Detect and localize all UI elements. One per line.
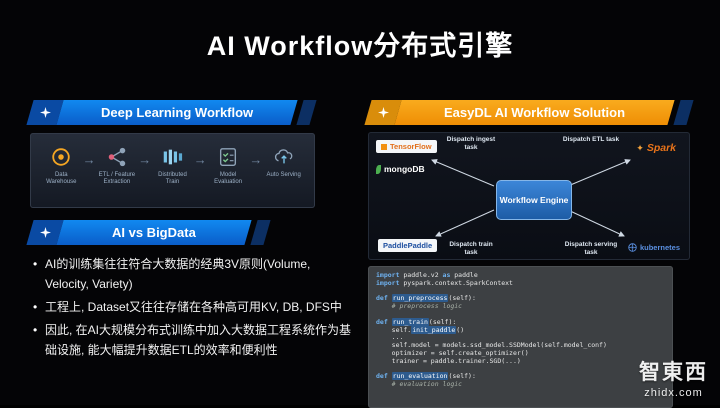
- bullet-item: AI的训练集往往符合大数据的经典3V原则(Volume, Velocity, V…: [32, 254, 352, 294]
- bullet-item: 因此, 在AI大规模分布式训练中加入大数据工程系统作为基础设施, 能大幅提升数据…: [32, 320, 352, 360]
- zhidx-watermark: 智東西 zhidx.com: [639, 356, 708, 399]
- dispatch-arrows: [431, 159, 631, 237]
- banner-label: AI vs BigData: [112, 225, 196, 240]
- easydl-solution-banner: EasyDL AI Workflow Solution: [364, 100, 694, 125]
- code-line: # evaluation logic: [376, 380, 463, 389]
- code-line: trainer = paddle.trainer.SGD(...): [376, 356, 521, 365]
- spark-star-icon: ✦: [636, 142, 644, 153]
- mongodb-logo: mongoDB: [376, 164, 425, 174]
- code-line: self.init_paddle(): [376, 325, 465, 334]
- code-line: import pyspark.context.SparkContext: [376, 278, 513, 287]
- code-line: import paddle.v2 as paddle: [376, 271, 478, 279]
- banner-arrow-tail: [250, 220, 271, 245]
- zhidx-site-url: zhidx.com: [644, 387, 703, 399]
- banner-arrow-tail: [296, 100, 317, 125]
- data-warehouse-icon: [52, 148, 71, 166]
- banner-icon-box: [26, 220, 64, 245]
- banner-icon-box: [364, 100, 402, 125]
- code-line: def run_preprocess(self):: [376, 294, 476, 303]
- banner-label: Deep Learning Workflow: [100, 105, 254, 120]
- workflow-engine-diagram: TensorFlow mongoDB ✦ Spark PaddlePaddle …: [368, 132, 690, 260]
- four-point-star-icon: [39, 107, 51, 118]
- banner-arrow-tail: [673, 100, 694, 125]
- code-line: # preprocess logic: [376, 302, 463, 311]
- flow-arrow-icon: →: [193, 152, 207, 167]
- workflow-step-serving: Auto Serving: [262, 146, 305, 179]
- tensorflow-mark-icon: [381, 143, 387, 150]
- workflow-step-label: Model Evaluation: [214, 172, 243, 185]
- flow-arrow-icon: →: [138, 152, 152, 167]
- banner-icon-box: [26, 100, 64, 125]
- bullet-item: 工程上, Dataset又往往存储在各种高可用KV, DB, DFS中: [32, 297, 352, 317]
- workflow-step-label: Auto Serving: [266, 172, 301, 178]
- dispatch-label-serving: Dispatch serving task: [564, 241, 618, 256]
- zhidx-brand-logo: 智東西: [639, 361, 708, 384]
- dispatch-label-train: Dispatch train task: [449, 241, 493, 256]
- code-line: def run_train(self):: [376, 317, 457, 326]
- workflow-step-etl: ETL / Feature Extraction: [96, 146, 139, 186]
- workflow-step-label: Distributed Train: [158, 172, 187, 185]
- four-point-star-icon: [39, 227, 51, 238]
- kubernetes-logo: kubernetes: [628, 243, 680, 252]
- workflow-pipeline-panel: Data Warehouse → ETL / Feature Extractio…: [30, 133, 315, 208]
- flow-arrow-icon: →: [82, 152, 96, 167]
- workflow-engine-box: Workflow Engine: [496, 180, 572, 220]
- key-points-list: AI的训练集往往符合大数据的经典3V原则(Volume, Velocity, V…: [32, 254, 352, 363]
- ai-vs-bigdata-banner: AI vs BigData: [26, 220, 271, 245]
- code-line: def run_evaluation(self):: [376, 372, 476, 381]
- workflow-step-train: Distributed Train: [151, 146, 194, 186]
- banner-label: EasyDL AI Workflow Solution: [443, 105, 626, 120]
- workflow-step-label: Data Warehouse: [46, 172, 77, 185]
- tensorflow-logo: TensorFlow: [376, 140, 437, 153]
- workflow-step-label: ETL / Feature Extraction: [98, 172, 136, 185]
- dispatch-label-ingest: Dispatch ingest task: [446, 136, 496, 151]
- mongodb-leaf-icon: [376, 164, 381, 174]
- kubernetes-wheel-icon: [628, 243, 637, 252]
- model-evaluation-icon: [220, 148, 237, 166]
- code-line: ...: [376, 333, 404, 342]
- distributed-train-icon: [164, 149, 183, 165]
- dispatch-label-etl: Dispatch ETL task: [562, 136, 620, 143]
- deep-learning-workflow-banner: Deep Learning Workflow: [26, 100, 317, 125]
- cloud-serving-icon: [274, 149, 293, 164]
- code-line: optimizer = self.create_optimizer(): [376, 348, 529, 357]
- slide-title: AI Workflow分布式引擎: [206, 31, 514, 61]
- workflow-step-data-warehouse: Data Warehouse: [40, 146, 83, 186]
- four-point-star-icon: [377, 107, 389, 118]
- code-line: self.model = models.ssd_model.SSDModel(s…: [376, 341, 607, 350]
- etl-graph-icon: [108, 147, 126, 167]
- flow-arrow-icon: →: [249, 152, 263, 167]
- paddlepaddle-logo: PaddlePaddle: [378, 239, 438, 252]
- spark-logo: ✦ Spark: [636, 142, 676, 154]
- workflow-pipeline: Data Warehouse → ETL / Feature Extractio…: [30, 133, 315, 186]
- workflow-step-evaluation: Model Evaluation: [207, 146, 250, 186]
